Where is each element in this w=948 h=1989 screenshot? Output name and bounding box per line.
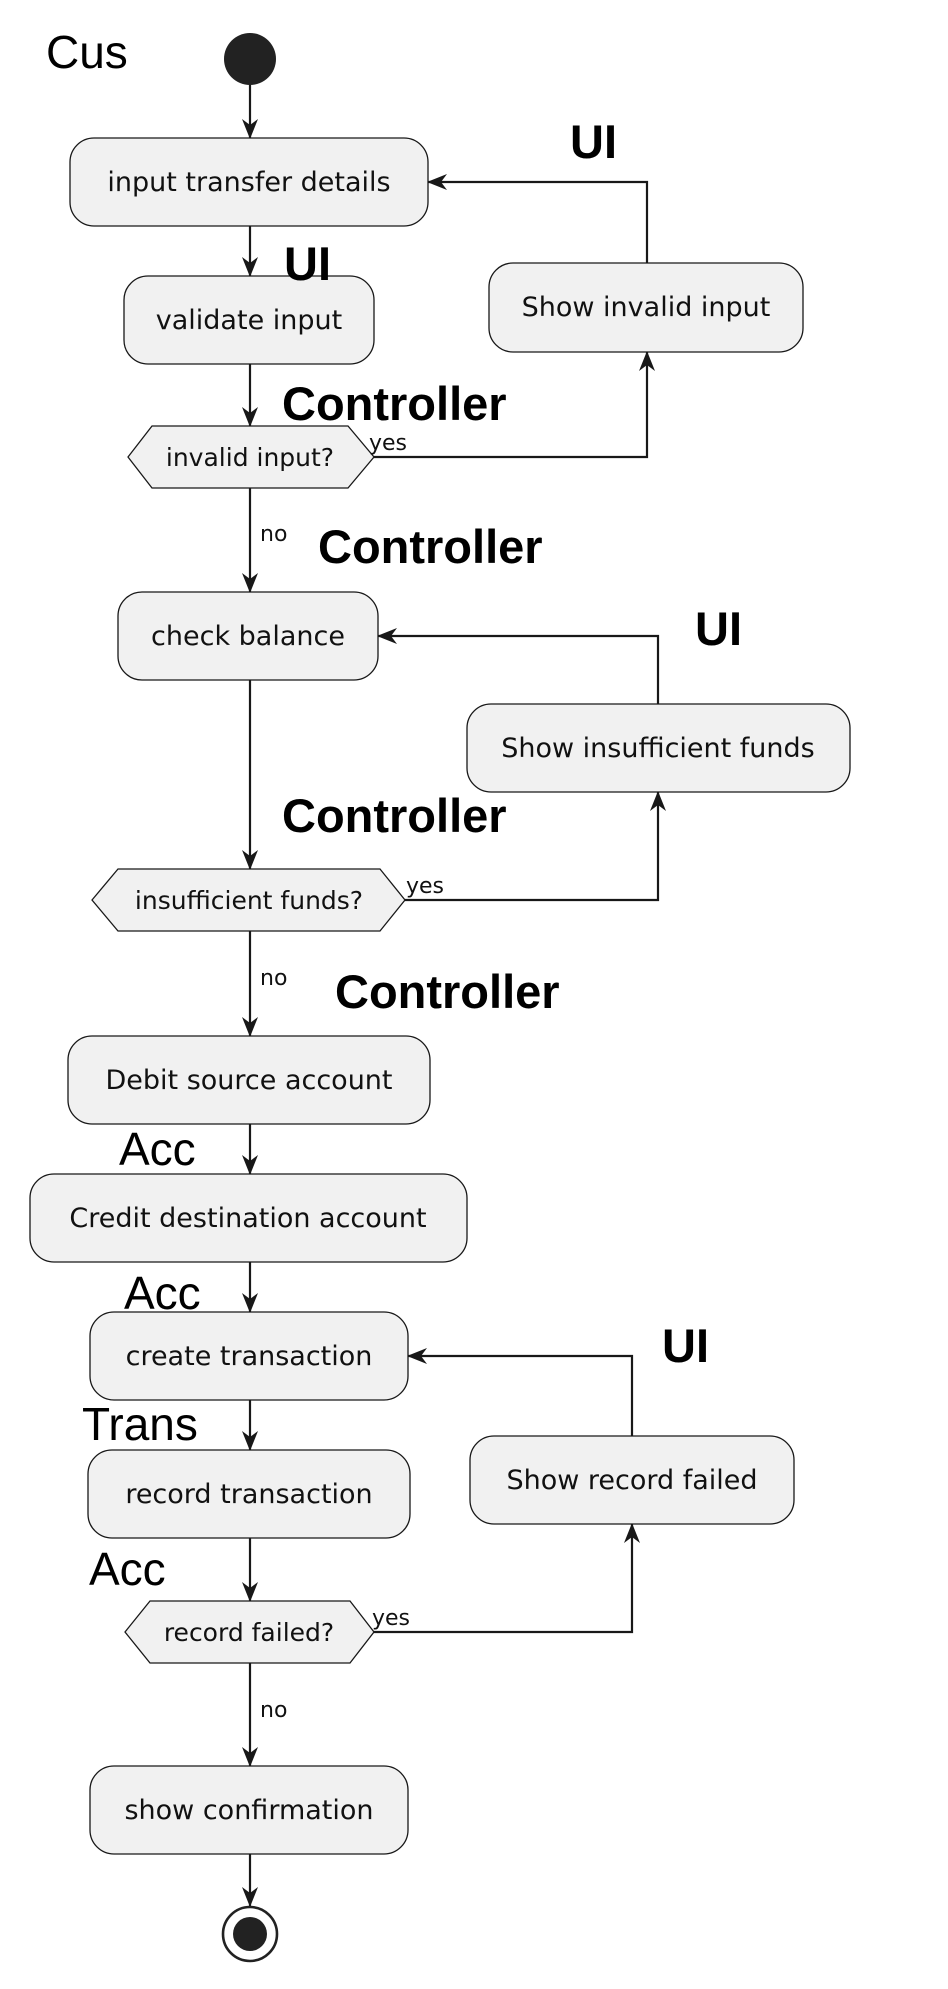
node-label: Credit destination account: [69, 1203, 426, 1234]
edge-show-invalid-to-input: [427, 174, 649, 263]
node-check-balance: check balance: [117, 591, 379, 681]
edge-show-insufficient-to-check: [377, 628, 660, 704]
label-cus: Cus: [46, 26, 128, 78]
edge-show-failed-to-create: [407, 1348, 634, 1436]
node-show-invalid-input: Show invalid input: [488, 262, 804, 353]
decision-label: invalid input?: [166, 443, 334, 472]
node-label: create transaction: [126, 1341, 373, 1372]
guard-record-yes: yes: [372, 1606, 410, 1631]
label-controller-1: Controller: [282, 377, 507, 430]
label-trans: Trans: [82, 1398, 198, 1450]
node-label: check balance: [151, 621, 345, 652]
label-controller-3: Controller: [282, 789, 507, 842]
label-acc-1: Acc: [119, 1123, 196, 1175]
guard-record-no: no: [260, 1698, 287, 1723]
node-show-confirmation: show confirmation: [89, 1765, 409, 1855]
node-label: Show record failed: [506, 1465, 757, 1496]
edge-insufficient-yes: [405, 791, 666, 902]
node-label: Show insufficient funds: [501, 733, 815, 764]
node-record-transaction: record transaction: [87, 1449, 411, 1539]
label-ui-2: UI: [284, 237, 331, 290]
label-controller-4: Controller: [335, 965, 560, 1018]
node-validate-input: validate input: [123, 275, 375, 365]
label-controller-2: Controller: [318, 520, 543, 573]
node-show-insufficient-funds: Show insufficient funds: [466, 703, 851, 793]
label-acc-2: Acc: [124, 1267, 201, 1319]
guard-insufficient-yes: yes: [406, 874, 444, 899]
node-create-transaction: create transaction: [89, 1311, 409, 1401]
edge-invalid-yes: [374, 351, 655, 459]
decision-label: record failed?: [164, 1618, 334, 1647]
end-node: [221, 1905, 279, 1963]
guard-invalid-no: no: [260, 522, 287, 547]
label-ui-1: UI: [570, 115, 617, 168]
decision-label: insufficient funds?: [135, 886, 363, 915]
node-input-transfer-details: input transfer details: [69, 137, 429, 227]
label-ui-4: UI: [662, 1319, 709, 1372]
node-label: Debit source account: [105, 1065, 392, 1096]
decision-insufficient-funds: insufficient funds?: [91, 868, 406, 932]
label-ui-3: UI: [695, 602, 742, 655]
node-label: validate input: [156, 305, 342, 336]
node-label: show confirmation: [124, 1795, 373, 1826]
node-show-record-failed: Show record failed: [469, 1435, 795, 1525]
edge-record-failed-yes: [374, 1523, 640, 1634]
guard-invalid-yes: yes: [369, 431, 407, 456]
node-label: record transaction: [125, 1479, 372, 1510]
node-credit-destination-account: Credit destination account: [29, 1173, 468, 1263]
start-node: [224, 33, 276, 85]
label-acc-3: Acc: [89, 1543, 166, 1595]
node-debit-source-account: Debit source account: [67, 1035, 431, 1125]
node-label: input transfer details: [107, 167, 390, 198]
guard-insufficient-no: no: [260, 966, 287, 991]
node-label: Show invalid input: [522, 292, 771, 323]
decision-record-failed: record failed?: [124, 1600, 375, 1664]
decision-invalid-input: invalid input?: [127, 425, 375, 489]
edges: [242, 80, 666, 1907]
